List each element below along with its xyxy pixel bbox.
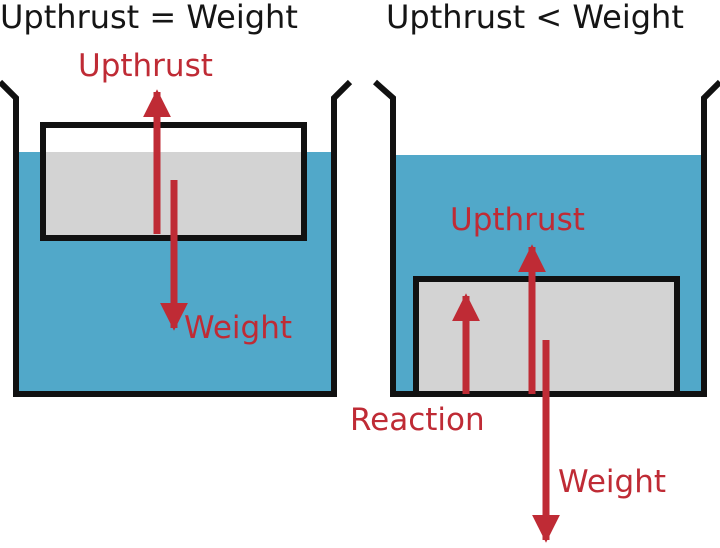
right-weight-label: Weight <box>558 464 666 500</box>
left-weight-label: Weight <box>184 310 292 346</box>
right-upthrust-label: Upthrust <box>450 202 585 238</box>
right-arrows <box>452 244 560 543</box>
left-tank-walls <box>0 79 353 397</box>
right-panel-title: Upthrust < Weight <box>386 0 684 36</box>
left-upthrust-label: Upthrust <box>78 48 213 84</box>
right-reaction-label: Reaction <box>350 402 485 438</box>
left-block-above-water <box>46 128 301 152</box>
left-arrows <box>143 89 188 331</box>
left-panel-title: Upthrust = Weight <box>0 0 298 36</box>
